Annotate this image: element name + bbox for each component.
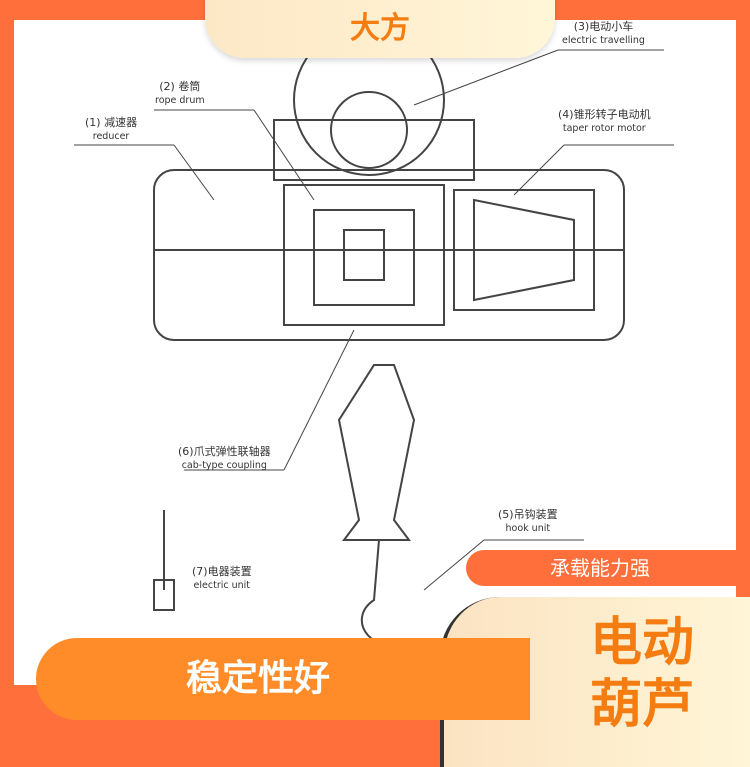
feature-pill-stability: 稳定性好	[36, 638, 530, 720]
hook-block	[337, 364, 416, 541]
hook	[360, 539, 415, 647]
motor	[453, 189, 595, 311]
rope-drum	[283, 184, 445, 326]
drum-inner	[313, 209, 415, 306]
coupling	[343, 229, 385, 281]
product-title: 电动葫芦	[590, 613, 695, 735]
drum-end	[330, 91, 408, 169]
brand-tab: 大方	[205, 0, 555, 58]
pendant	[153, 579, 175, 611]
trolley-frame	[273, 119, 475, 181]
feature-pill-load: 承载能力强	[466, 550, 750, 586]
taper-rotor	[473, 198, 575, 302]
hoist-body	[153, 169, 625, 341]
